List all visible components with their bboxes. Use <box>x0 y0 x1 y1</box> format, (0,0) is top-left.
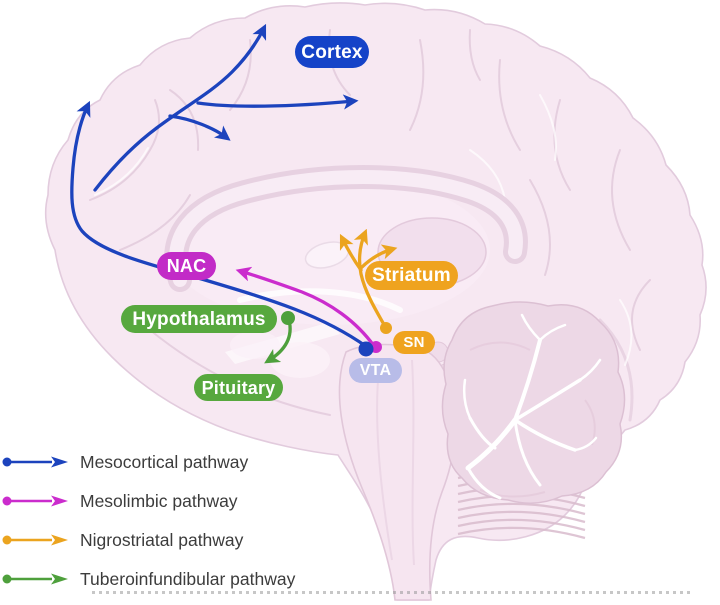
brainstem-shape <box>338 343 457 601</box>
region-label-nac: NAC <box>157 252 216 280</box>
mesocortical-pathway <box>70 23 369 349</box>
bottom-crop-artifact <box>92 591 692 594</box>
pathway-legend: Mesocortical pathway Mesolimbic pathway … <box>2 451 296 589</box>
region-label-vta: VTA <box>349 358 402 383</box>
legend-label: Nigrostriatal pathway <box>80 529 244 550</box>
hypothalamus-text: Hypothalamus <box>132 308 266 330</box>
vta-text: VTA <box>359 361 392 379</box>
legend-label: Tuberoinfundibular pathway <box>80 568 296 589</box>
nigrostriatal-origin-dot <box>380 322 392 334</box>
mesocortical-origin-dot <box>358 341 374 357</box>
striatum-text: Striatum <box>372 265 451 286</box>
region-label-sn: SN <box>393 331 435 354</box>
region-label-hypothalamus: Hypothalamus <box>121 305 277 333</box>
sn-text: SN <box>403 334 425 351</box>
tuberoinfundibular-pathway <box>264 311 295 364</box>
nigrostriatal-pathway <box>339 228 398 334</box>
nac-text: NAC <box>166 256 207 276</box>
cerebellum-shape <box>441 301 626 504</box>
tuberoinfundibular-arrow-icon <box>2 573 68 585</box>
pituitary-text: Pituitary <box>201 377 276 398</box>
region-label-cortex: Cortex <box>295 36 369 68</box>
tuberoinfundibular-origin-dot <box>281 311 295 325</box>
legend-item-mesocortical: Mesocortical pathway <box>2 451 295 472</box>
gyri-highlights <box>94 94 633 366</box>
arbor-vitae <box>462 313 602 500</box>
mesolimbic-arrow-icon <box>2 495 68 507</box>
legend-item-tuberoinfundibular: Tuberoinfundibular pathway <box>2 568 296 589</box>
region-label-striatum: Striatum <box>365 261 458 290</box>
cortex-text: Cortex <box>301 41 363 63</box>
region-label-pituitary: Pituitary <box>194 374 283 401</box>
mesocortical-arrow-icon <box>2 456 68 468</box>
legend-label: Mesolimbic pathway <box>80 490 238 511</box>
legend-item-mesolimbic: Mesolimbic pathway <box>2 490 295 511</box>
legend-label: Mesocortical pathway <box>80 451 249 472</box>
legend-item-nigrostriatal: Nigrostriatal pathway <box>2 529 295 550</box>
nigrostriatal-arrow-icon <box>2 534 68 546</box>
